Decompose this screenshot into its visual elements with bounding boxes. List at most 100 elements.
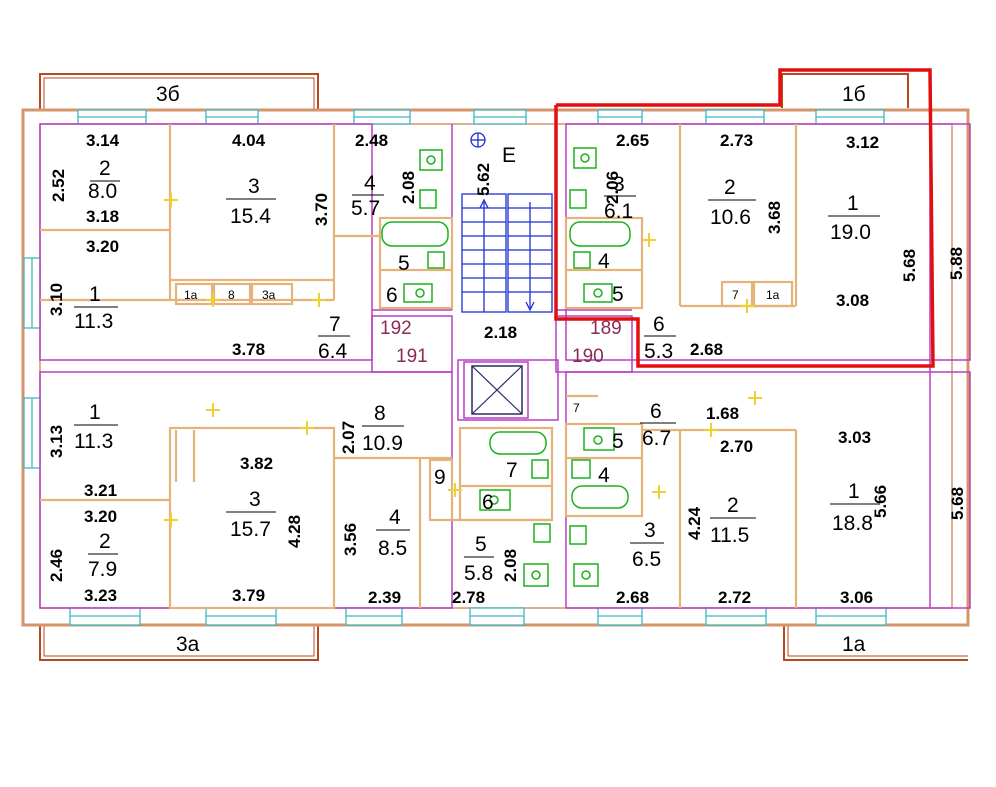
room-area: 8.5 <box>378 537 407 560</box>
elevator-shaft <box>463 361 529 419</box>
balcony-bottom-left <box>39 625 319 661</box>
dimension-label: 3.78 <box>232 340 265 359</box>
dimension-label: 4.28 <box>285 515 304 548</box>
highlight-outline <box>554 68 935 368</box>
small-room-label: 3а <box>262 288 276 302</box>
dimension-label: 2.52 <box>49 169 68 202</box>
dimension-label: 2.73 <box>720 131 753 150</box>
dimension-label: 3.03 <box>838 428 871 447</box>
dimension-label: 3.20 <box>84 507 117 526</box>
room-number: 1 <box>89 401 101 424</box>
room-area: 6.4 <box>318 340 348 363</box>
small-room-label: 7 <box>732 288 739 302</box>
room-number: 5 <box>475 533 487 556</box>
room-number: 4 <box>598 250 610 273</box>
room-area: 10.9 <box>362 432 403 455</box>
door-marks <box>164 193 762 527</box>
dimension-label: 2.68 <box>616 588 649 607</box>
dimension-label: 5.68 <box>900 249 919 282</box>
room-area: 6.7 <box>642 427 671 450</box>
dimension-label: 2.78 <box>452 588 485 607</box>
room-area: 15.7 <box>230 518 271 541</box>
small-room-label: 1а <box>184 288 198 302</box>
dimension-label: 3.79 <box>232 586 265 605</box>
dimension-label: 3.12 <box>846 133 879 152</box>
corridor-number: 190 <box>572 346 604 367</box>
room-area: 6.1 <box>604 200 633 223</box>
dimension-label: 3.14 <box>86 131 120 150</box>
room-area: 7.9 <box>88 558 117 581</box>
balcony-bottom-right <box>783 625 968 661</box>
windows-bottom <box>69 607 887 626</box>
dimension-label: 3.82 <box>240 454 273 473</box>
dimension-label: 2.06 <box>603 171 622 204</box>
room-area: 19.0 <box>830 221 871 244</box>
room-number: 5 <box>398 252 410 275</box>
plumbing-fixtures <box>381 147 631 587</box>
room-number: 3 <box>644 519 656 542</box>
dimension-label: 2.70 <box>720 437 753 456</box>
dimension-label: 3.70 <box>312 193 331 226</box>
dimension-label: 3.68 <box>765 201 784 234</box>
room-number: 3 <box>613 173 625 196</box>
dimension-label: 3.08 <box>836 291 869 310</box>
dimension-label: 5.62 <box>474 163 493 196</box>
dimension-label: 2.07 <box>339 421 358 454</box>
room-number: 2 <box>727 494 739 517</box>
room-area: 11.3 <box>74 430 113 453</box>
room-area: 5.3 <box>644 340 673 363</box>
interior-walls <box>40 124 798 610</box>
stair-label: Е <box>502 144 516 167</box>
room-area: 11.5 <box>710 524 749 547</box>
room-number: 4 <box>598 464 610 487</box>
balcony-label-1b: 1б <box>842 83 866 106</box>
room-area: 5.7 <box>351 197 380 220</box>
room-number: 6 <box>650 400 662 423</box>
room-number: 5 <box>612 430 624 453</box>
dimension-label: 3.18 <box>86 207 119 226</box>
room-number: 2 <box>724 176 736 199</box>
room-area: 10.6 <box>710 206 751 229</box>
room-number: 6 <box>653 313 665 336</box>
dimension-label: 2.72 <box>718 588 751 607</box>
room-number: 4 <box>389 506 401 529</box>
balcony-label-1a: 1а <box>842 633 866 656</box>
dimension-label: 3.20 <box>86 237 119 256</box>
dimension-label: 4.24 <box>685 506 704 540</box>
room-number: 3 <box>249 488 261 511</box>
room-number: 9 <box>434 466 446 489</box>
dimension-label: 3.10 <box>47 283 66 316</box>
balcony-label-3b: 3б <box>156 83 180 106</box>
room-area: 18.8 <box>832 512 873 535</box>
room-area: 6.5 <box>632 548 661 571</box>
room-number: 8 <box>374 402 386 425</box>
dimension-label: 3.21 <box>84 481 117 500</box>
dimension-label: 5.88 <box>947 247 966 280</box>
corridor-number: 191 <box>396 346 428 367</box>
dimension-label: 3.56 <box>341 523 360 556</box>
dimension-label: 2.46 <box>47 549 66 582</box>
dimension-label: 3.13 <box>47 425 66 458</box>
dimension-label: 2.48 <box>355 131 388 150</box>
room-number: 5 <box>612 283 624 306</box>
stairs <box>461 132 553 313</box>
room-number: 1 <box>89 283 101 306</box>
room-number: 7 <box>329 313 341 336</box>
small-room-label: 8 <box>228 288 235 302</box>
room-number: 2 <box>99 157 111 180</box>
room-number: 6 <box>386 284 398 307</box>
room-area: 5.8 <box>464 562 493 585</box>
dimension-label: 5.66 <box>871 485 890 518</box>
corridor-number: 189 <box>590 318 622 339</box>
room-number: 6 <box>482 491 494 514</box>
room-number: 2 <box>99 530 111 553</box>
room-number: 1 <box>848 480 860 503</box>
room-area: 11.3 <box>74 310 113 333</box>
room-area: 15.4 <box>230 205 271 228</box>
dimension-label: 3.23 <box>84 586 117 605</box>
balcony-top-left <box>39 73 319 110</box>
room-number: 4 <box>364 172 376 195</box>
small-room-label: 1а <box>766 288 780 302</box>
